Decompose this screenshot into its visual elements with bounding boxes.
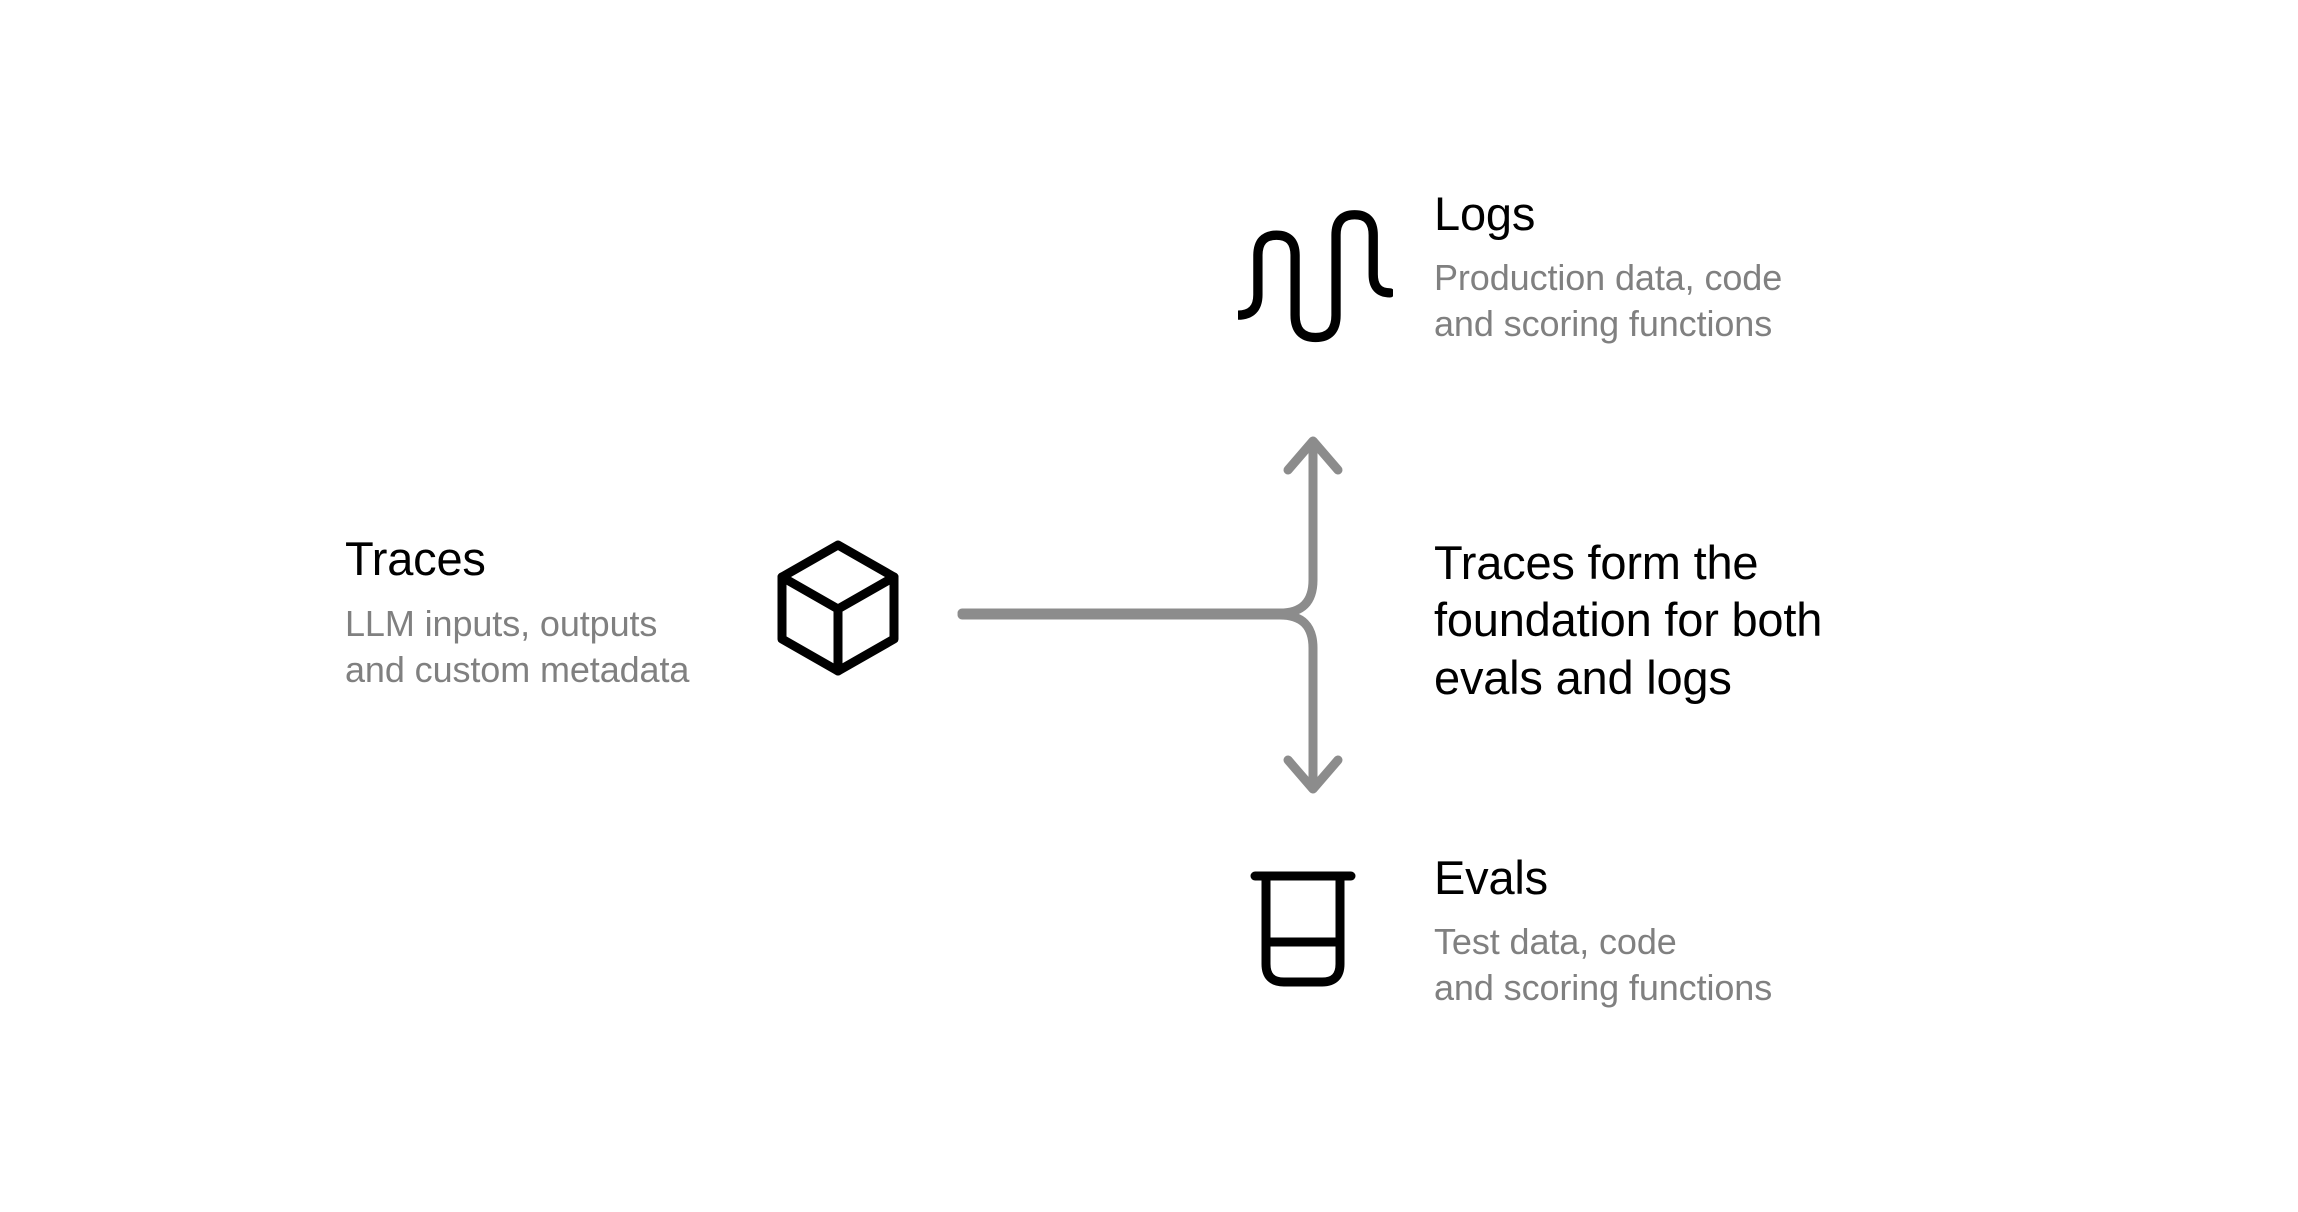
cube-icon [772,538,904,678]
waveform-icon [1232,207,1395,357]
caption-line-3: evals and logs [1434,650,1732,704]
logs-node: Logs Production data, code and scoring f… [1232,187,2138,375]
traces-description-line-2: and custom metadata [345,648,690,690]
caption-line-1: Traces form the [1434,536,1759,589]
logs-title: Logs [1434,187,1536,240]
connector-split-arrow [950,415,1350,815]
logs-description-line-2: and scoring functions [1434,302,1773,344]
traces-description: LLM inputs, outputs and custom metadata [345,601,689,693]
evals-node-text: Evals Test data, code and scoring functi… [1434,851,1772,1011]
traces-title: Traces [345,532,486,585]
logs-node-text: Logs Production data, code and scoring f… [1434,187,1782,347]
evals-description: Test data, code and scoring functions [1434,919,1772,1011]
evals-description-line-2: and scoring functions [1434,966,1773,1008]
evals-node: Evals Test data, code and scoring functi… [1238,851,2138,1038]
beaker-icon [1250,868,1356,990]
evals-title: Evals [1434,851,1548,904]
caption-text: Traces form the foundation for both eval… [1434,534,1822,706]
logs-description: Production data, code and scoring functi… [1434,255,1782,347]
logs-description-line-1: Production data, code [1434,256,1783,298]
evals-description-line-1: Test data, code [1434,920,1677,962]
traces-node-text: Traces LLM inputs, outputs and custom me… [345,532,689,693]
traces-description-line-1: LLM inputs, outputs [345,602,658,644]
caption-line-2: foundation for both [1434,593,1823,647]
